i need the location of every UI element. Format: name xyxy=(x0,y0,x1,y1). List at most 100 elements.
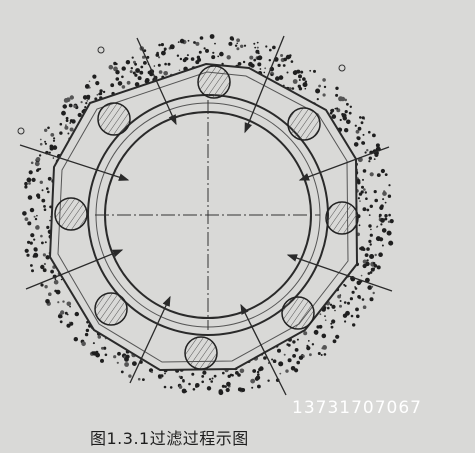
cake-particle xyxy=(41,189,44,192)
cake-particle xyxy=(354,124,357,127)
cake-particle xyxy=(30,161,34,165)
cake-particle xyxy=(302,77,306,81)
cake-particle xyxy=(277,63,281,67)
cake-particle xyxy=(137,377,141,381)
cake-particle xyxy=(361,298,365,301)
cake-particle xyxy=(186,54,189,57)
cake-particle xyxy=(364,191,367,194)
cake-particle xyxy=(131,56,134,59)
cake-particle xyxy=(44,140,47,143)
cake-particle xyxy=(212,51,215,54)
cake-particle xyxy=(361,185,364,189)
cake-particle xyxy=(365,261,370,267)
cake-particle xyxy=(64,125,69,130)
cake-particle xyxy=(26,253,30,257)
cake-particle xyxy=(368,214,371,217)
cake-particle xyxy=(33,247,38,252)
cake-particle xyxy=(60,310,65,315)
cake-particle xyxy=(368,239,372,243)
cake-particle xyxy=(135,68,141,73)
cake-particle xyxy=(88,86,91,89)
cake-particle xyxy=(272,45,276,50)
cake-particle xyxy=(145,78,150,83)
cake-particle xyxy=(36,193,41,198)
cake-particle xyxy=(366,208,370,212)
cake-particle xyxy=(226,55,231,60)
cake-particle xyxy=(371,285,374,288)
cake-particle xyxy=(85,328,90,333)
cake-particle xyxy=(322,93,326,97)
cake-particle xyxy=(334,107,337,110)
cake-particle xyxy=(300,70,304,74)
cake-particle xyxy=(147,70,152,75)
cake-particle xyxy=(323,85,327,89)
cake-particle xyxy=(359,200,361,202)
cake-particle xyxy=(304,87,307,90)
cake-particle xyxy=(331,304,336,309)
cake-particle xyxy=(365,197,368,200)
cake-particle xyxy=(157,63,161,67)
cake-particle xyxy=(369,243,372,246)
cake-particle xyxy=(124,362,129,367)
cake-particle xyxy=(100,358,104,363)
cake-particle xyxy=(121,85,126,89)
cake-particle xyxy=(314,331,319,335)
cake-particle xyxy=(306,346,311,351)
cake-particle xyxy=(181,388,187,394)
cake-particle xyxy=(24,181,28,186)
cake-particle xyxy=(73,337,79,342)
cake-particle xyxy=(163,71,168,76)
cake-particle xyxy=(320,354,323,356)
cake-particle xyxy=(380,168,385,174)
cake-particle xyxy=(69,305,71,308)
flow-arrow xyxy=(25,249,124,290)
cake-particle xyxy=(327,306,330,310)
cake-particle xyxy=(386,230,392,236)
cake-particle xyxy=(54,278,57,281)
cake-particle xyxy=(150,371,153,374)
cake-particle xyxy=(143,49,147,52)
cake-particle xyxy=(59,131,63,135)
cake-particle xyxy=(140,65,144,69)
cake-particle xyxy=(366,259,369,262)
cake-particle xyxy=(240,44,244,48)
cake-particle xyxy=(352,323,356,327)
cake-particle xyxy=(355,129,360,134)
cake-particle xyxy=(324,315,326,317)
cake-particle xyxy=(256,370,260,374)
cake-particle xyxy=(357,126,362,131)
cake-particle xyxy=(115,70,120,75)
cake-particle xyxy=(206,386,212,391)
cake-particle xyxy=(339,118,342,122)
cake-particle xyxy=(298,74,302,79)
cake-particle xyxy=(65,119,69,122)
cake-particle xyxy=(156,51,159,55)
flow-arrow xyxy=(244,35,285,134)
cake-particle xyxy=(362,247,366,251)
cake-particle xyxy=(373,264,378,268)
cake-particle xyxy=(198,50,202,54)
cake-particle xyxy=(43,208,47,211)
cake-particle xyxy=(372,291,375,295)
cake-particle xyxy=(339,304,342,308)
cake-particle xyxy=(344,110,348,114)
cake-particle xyxy=(71,119,76,124)
cake-particle xyxy=(158,70,163,74)
cake-particle xyxy=(45,255,50,260)
cake-particle xyxy=(44,128,48,132)
cake-particle xyxy=(24,248,29,253)
cake-particle xyxy=(382,198,385,201)
cake-particle xyxy=(363,188,366,191)
cake-particle xyxy=(236,38,241,43)
cake-particle xyxy=(195,60,200,65)
cake-particle xyxy=(74,311,80,317)
cake-particle xyxy=(66,313,69,316)
cake-particle xyxy=(278,361,284,367)
cake-particle xyxy=(378,215,381,218)
cake-particle xyxy=(360,121,364,125)
cake-particle xyxy=(355,307,359,312)
cake-particle xyxy=(46,225,50,229)
cake-particle xyxy=(34,217,38,221)
cake-particle xyxy=(209,34,215,39)
